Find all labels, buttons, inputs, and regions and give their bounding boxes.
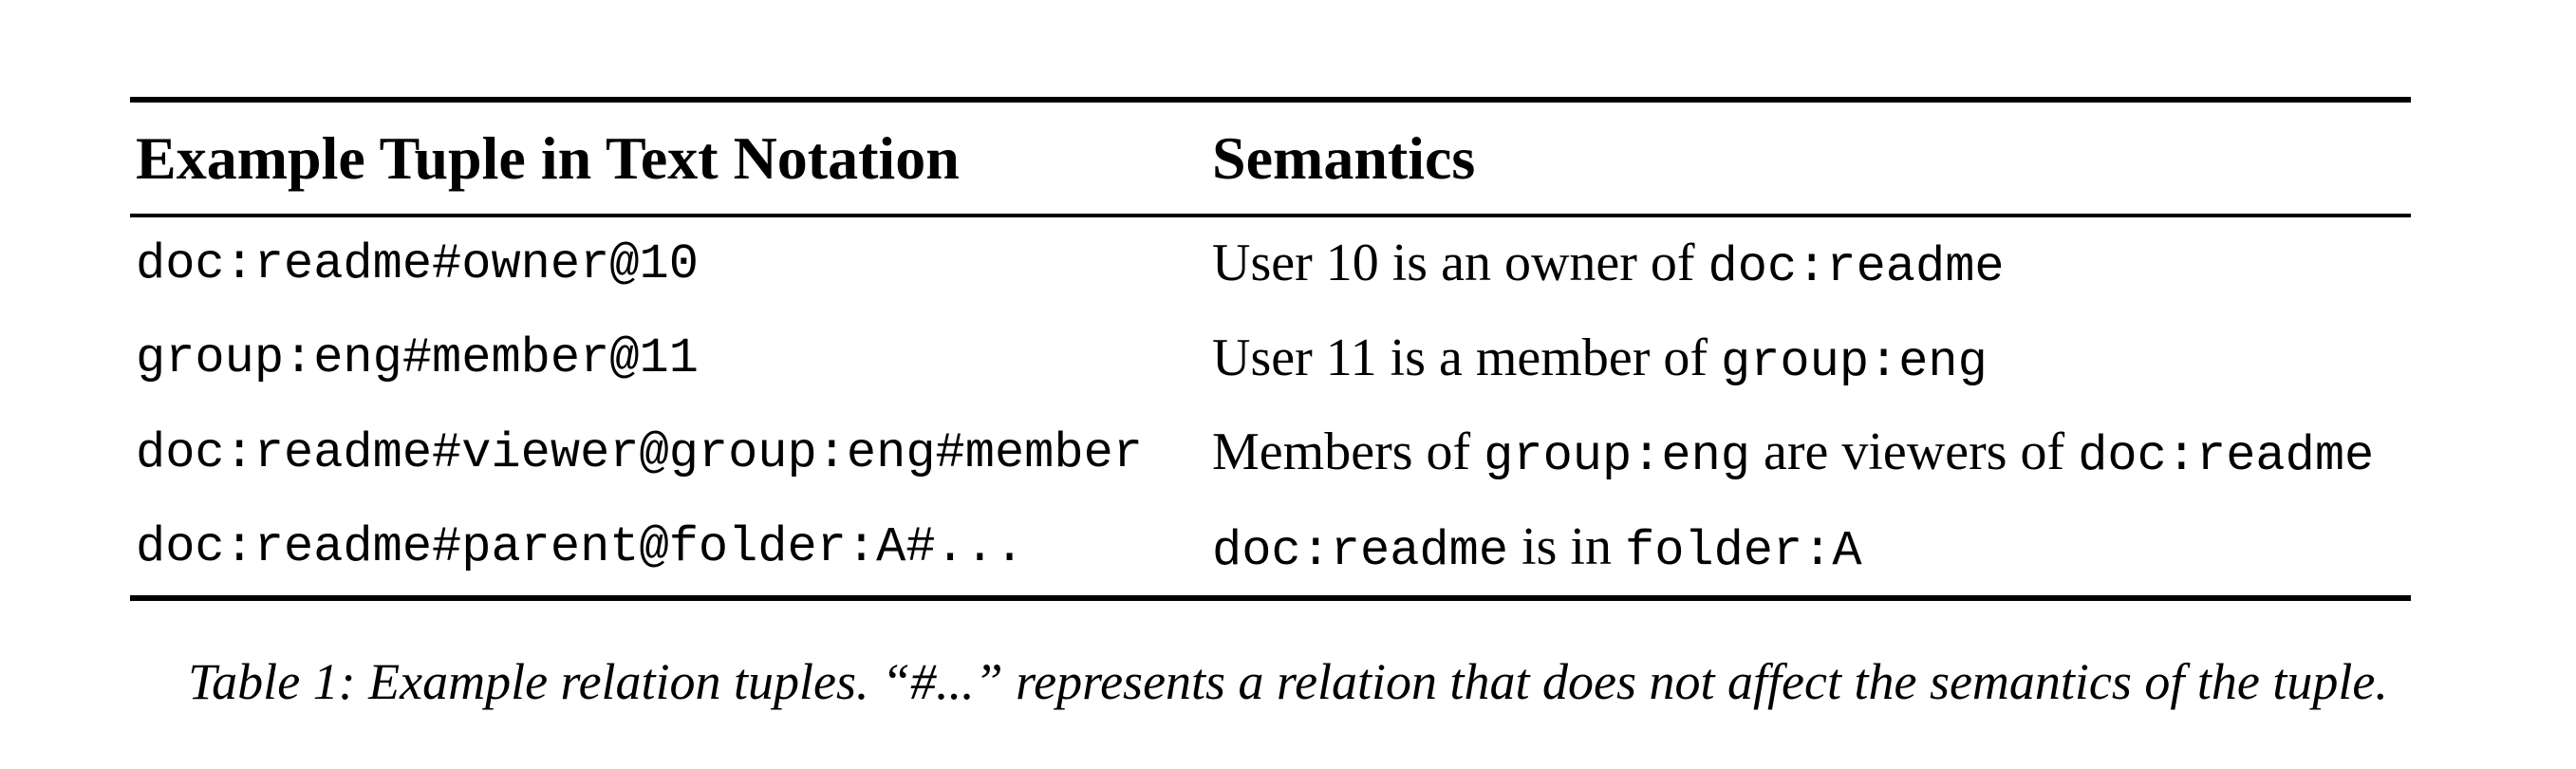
semantics-cell: doc:readme is in folder:A: [1212, 520, 2411, 576]
tuple-cell: doc:readme#viewer@group:eng#member: [136, 424, 1143, 481]
semantics-code: doc:readme: [1708, 239, 2005, 296]
semantics-code: group:eng: [1721, 333, 1988, 390]
semantics-text: User 11 is a member of: [1212, 328, 1721, 387]
semantics-cell: User 10 is an owner of doc:readme: [1212, 236, 2411, 292]
table-top-rule: [130, 97, 2411, 103]
table-header-row: Example Tuple in Text Notation Semantics: [130, 103, 2411, 214]
semantics-cell: User 11 is a member of group:eng: [1212, 331, 2411, 387]
semantics-code: folder:A: [1624, 522, 1862, 579]
relation-tuples-table: Example Tuple in Text Notation Semantics…: [130, 97, 2411, 601]
semantics-text: Members of: [1212, 422, 1484, 482]
semantics-text: are viewers of: [1750, 422, 2079, 482]
semantics-code: doc:readme: [2078, 428, 2375, 485]
semantics-text: User 10 is an owner of: [1212, 234, 1708, 293]
table-row: doc:readme#owner@10 User 10 is an owner …: [130, 217, 2411, 312]
table-caption: Table 1: Example relation tuples. “#...”…: [188, 653, 2388, 710]
table-mid-rule: [130, 214, 2411, 217]
tuple-cell: doc:readme#owner@10: [136, 235, 699, 292]
table-bottom-rule: [130, 595, 2411, 601]
tuple-cell: group:eng#member@11: [136, 330, 699, 387]
semantics-cell: Members of group:eng are viewers of doc:…: [1212, 425, 2411, 481]
header-tuple-column: Example Tuple in Text Notation: [136, 123, 960, 192]
tuple-cell: doc:readme#parent@folder:A#...: [136, 519, 1025, 576]
semantics-code: group:eng: [1484, 428, 1751, 485]
semantics-code: doc:readme: [1212, 522, 1509, 579]
header-semantics-column: Semantics: [1212, 123, 1476, 192]
table-row: doc:readme#viewer@group:eng#member Membe…: [130, 406, 2411, 501]
table-row: doc:readme#parent@folder:A#... doc:readm…: [130, 501, 2411, 596]
table-row: group:eng#member@11 User 11 is a member …: [130, 312, 2411, 407]
semantics-text: is in: [1508, 516, 1625, 576]
